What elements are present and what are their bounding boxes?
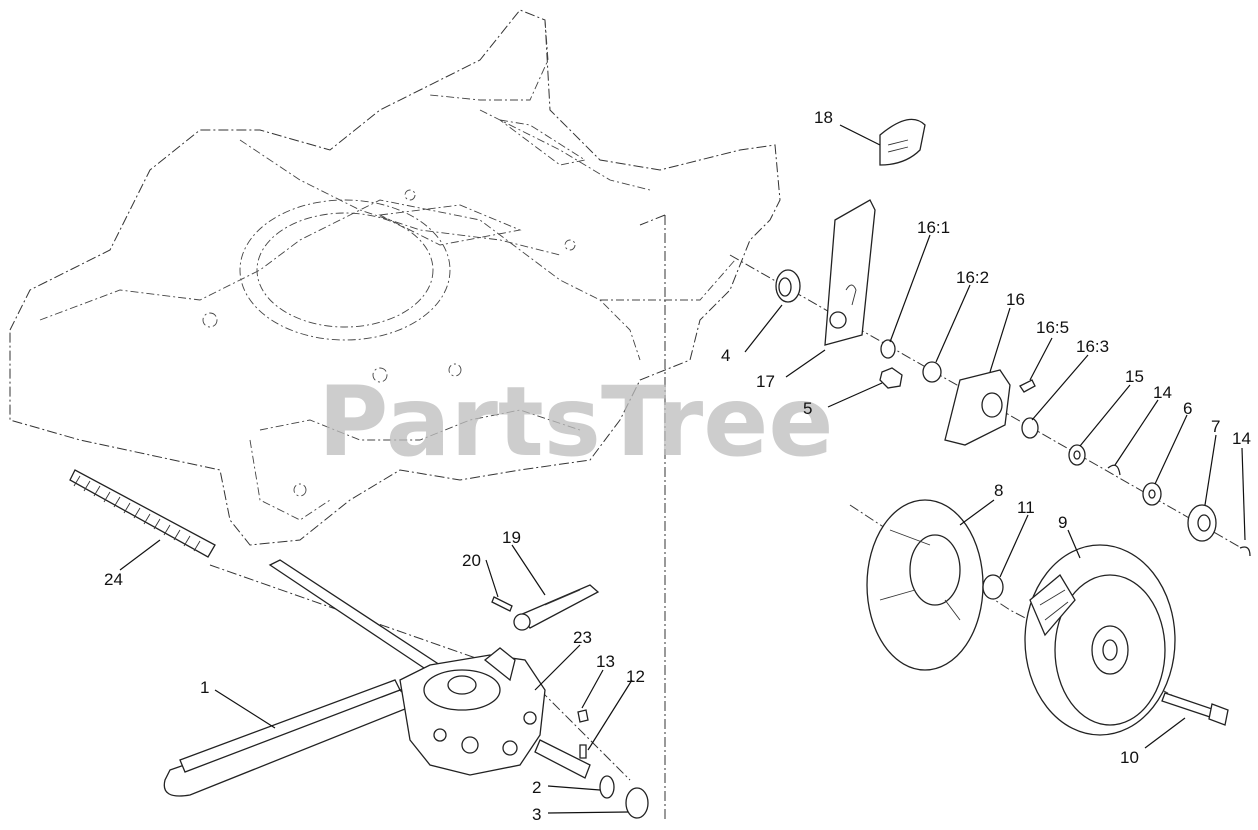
callout-7: 7: [1211, 417, 1220, 436]
spring-pin-part-12: [579, 744, 587, 759]
watermark: PartsTree: [318, 366, 833, 478]
bolt-part-10: [1161, 692, 1229, 726]
bushing-part-11: [982, 574, 1004, 600]
callout-8: 8: [994, 481, 1003, 500]
callout-2: 2: [532, 778, 541, 797]
clip-part-14b: [1239, 546, 1251, 557]
nut-part-5: [879, 367, 903, 389]
callout-10: 10: [1120, 748, 1139, 767]
shift-lever-part-19: [513, 584, 600, 631]
callout-9: 9: [1058, 513, 1067, 532]
callout-18: 18: [814, 108, 833, 127]
key-part-13: [577, 709, 589, 723]
callout-1: 1: [200, 678, 209, 697]
clip-part-14a: [1107, 464, 1121, 476]
callout-5: 5: [803, 399, 812, 418]
callout-labels: 18 16:1 16:2 16 16:5 16:3 4 17 5 15 14 6…: [104, 108, 1251, 824]
callout-14b: 14: [1232, 429, 1251, 448]
callout-24: 24: [104, 570, 123, 589]
wheel-cover-part-8: [866, 499, 984, 671]
washer-part-3: [625, 787, 649, 819]
transmission-part-23: [399, 647, 591, 779]
mower-deck-outline: [9, 9, 781, 546]
gear-part-7: [1187, 504, 1217, 542]
callout-12: 12: [626, 667, 645, 686]
callout-13: 13: [596, 652, 615, 671]
callout-16-3: 16:3: [1076, 337, 1109, 356]
callout-20: 20: [462, 551, 481, 570]
callout-23: 23: [573, 628, 592, 647]
callout-16: 16: [1006, 290, 1025, 309]
wheel-part-9: [1024, 544, 1176, 736]
callout-3: 3: [532, 805, 541, 824]
washer-part-16-1: [880, 339, 896, 359]
washer-part-16-3: [1021, 417, 1039, 439]
callout-14a: 14: [1153, 383, 1172, 402]
washer-part-6: [1142, 482, 1162, 506]
callout-4: 4: [721, 346, 730, 365]
callout-17: 17: [756, 372, 775, 391]
callout-16-1: 16:1: [917, 218, 950, 237]
pin-part-20: [491, 596, 513, 612]
callout-16-5: 16:5: [1036, 318, 1069, 337]
e-ring-part-2: [599, 775, 615, 799]
callout-16-2: 16:2: [956, 268, 989, 287]
spring-part-24: [69, 469, 216, 558]
knob-part-18: [879, 118, 926, 166]
washer-part-15: [1068, 444, 1086, 466]
spacer-part-16-2: [922, 361, 942, 383]
callout-6: 6: [1183, 399, 1192, 418]
bushing-part-4: [775, 269, 801, 303]
wheel-bracket-part-16: [944, 369, 1011, 446]
callout-19: 19: [502, 528, 521, 547]
callout-11: 11: [1017, 498, 1035, 517]
leader-lines: [119, 124, 1246, 814]
callout-15: 15: [1125, 367, 1144, 386]
screw-part-16-5: [1019, 379, 1036, 393]
height-plate-part-17: [824, 199, 876, 346]
